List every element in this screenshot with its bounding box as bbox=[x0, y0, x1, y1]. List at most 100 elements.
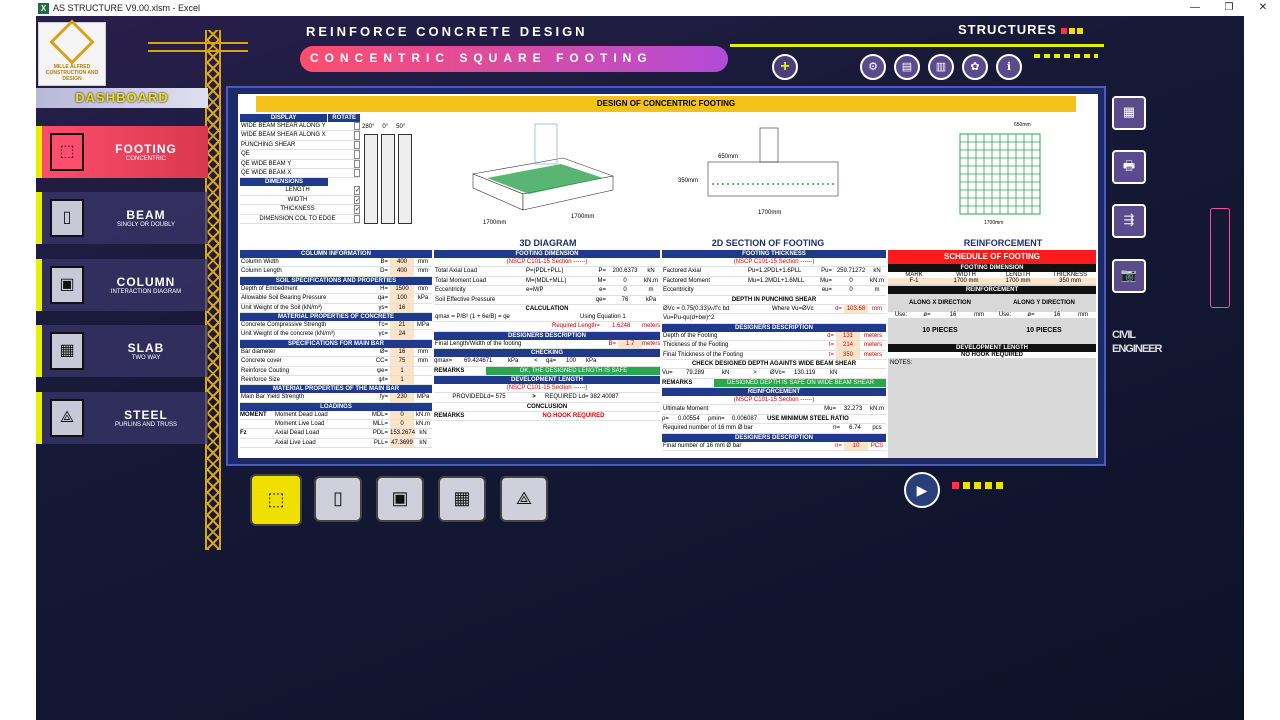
maximize-button[interactable]: ❐ bbox=[1224, 2, 1234, 13]
cube-logo-icon bbox=[49, 19, 95, 65]
dim-label: 650mm bbox=[718, 154, 738, 160]
dim-item: WIDTH bbox=[287, 196, 308, 203]
checkbox[interactable]: ✓ bbox=[354, 186, 360, 195]
code-ref: (NSCP C101-15 Section ------) bbox=[434, 258, 660, 268]
checkbox[interactable] bbox=[354, 159, 360, 168]
bottom-footing-button[interactable]: ⬚ bbox=[250, 474, 302, 526]
display-item: QE WIDE BEAM X bbox=[241, 169, 292, 176]
display-header: DISPLAY bbox=[240, 114, 328, 122]
display-item: WIDE BEAM SHEAR ALONG Y bbox=[241, 123, 326, 129]
calculation-header: CALCULATION bbox=[434, 304, 660, 313]
input-cell[interactable]: 1 bbox=[390, 375, 414, 385]
dim-label: 650mm bbox=[1014, 122, 1031, 128]
reinforcement-diagram: 650mm 1700mm bbox=[959, 122, 1041, 226]
add-button[interactable]: + bbox=[772, 54, 798, 80]
schedule-header: SCHEDULE OF FOOTING bbox=[888, 250, 1096, 264]
beam-icon: ▯ bbox=[50, 199, 84, 237]
notes: NOTES: bbox=[890, 360, 913, 366]
right-margin bbox=[1244, 16, 1280, 720]
checkbox[interactable] bbox=[354, 214, 360, 223]
checkbox[interactable] bbox=[354, 122, 360, 131]
camera-button[interactable]: 📷 bbox=[1112, 259, 1146, 293]
footing-dimension-table: FOOTING DIMENSION (NSCP C101-15 Section … bbox=[434, 250, 660, 422]
input-cell[interactable]: 21 bbox=[390, 320, 414, 330]
info-icon[interactable]: ℹ bbox=[996, 54, 1022, 80]
left-margin bbox=[0, 16, 36, 720]
input-cell[interactable]: 75 bbox=[390, 357, 414, 366]
2d-section-diagram: 1700mm 350mm 650mm bbox=[678, 127, 839, 216]
checkbox[interactable] bbox=[354, 150, 360, 159]
bottom-slab-button[interactable]: ▦ bbox=[438, 476, 486, 522]
close-button[interactable]: ✕ bbox=[1258, 2, 1268, 13]
export-button[interactable]: ⇶ bbox=[1112, 204, 1146, 238]
play-icon[interactable]: ▶ bbox=[904, 472, 940, 508]
schedule-dimension-header: FOOTING DIMENSION bbox=[888, 264, 1096, 272]
calculator-icon[interactable]: ▤ bbox=[894, 54, 920, 80]
input-cell[interactable]: 100 bbox=[390, 294, 414, 303]
checkbox[interactable] bbox=[354, 131, 360, 140]
slab-icon: ▦ bbox=[50, 332, 84, 370]
crane-arm-decoration bbox=[148, 42, 248, 52]
column-icon: ▣ bbox=[50, 266, 84, 304]
logo-sub: CONSTRUCTION AND DESIGN bbox=[45, 70, 99, 82]
dim-label: 350mm bbox=[678, 178, 698, 184]
page-subtitle: CONCENTRIC SQUARE FOOTING bbox=[300, 46, 728, 72]
minimize-button[interactable]: — bbox=[1190, 2, 1200, 13]
gear-icon[interactable]: ✿ bbox=[962, 54, 988, 80]
input-cell[interactable]: 400 bbox=[390, 267, 414, 276]
rotate-sliders[interactable] bbox=[364, 134, 412, 224]
checkbox[interactable]: ✓ bbox=[354, 205, 360, 214]
input-cell[interactable]: 0 bbox=[390, 410, 414, 420]
window-title: AS STRUCTURE V9.00.xlsm - Excel bbox=[53, 3, 201, 13]
input-cell[interactable]: 24 bbox=[390, 330, 414, 339]
print-button[interactable]: 🖶 bbox=[1112, 150, 1146, 184]
title-bar: X AS STRUCTURE V9.00.xlsm - Excel — ❐ ✕ bbox=[0, 0, 1280, 16]
input-cell[interactable]: 400 bbox=[390, 258, 414, 267]
checkbox[interactable] bbox=[354, 168, 360, 178]
development-length-header: DEVELOPMENT LENGTH bbox=[434, 375, 660, 384]
input-cell[interactable]: 153.2674 bbox=[390, 429, 416, 438]
footing-thickness-table: FOOTING THICKNESS (NSCP C101-15 Section … bbox=[662, 250, 886, 452]
3d-footing-diagram: 1700mm 1700mm bbox=[471, 123, 615, 226]
bottom-column-button[interactable]: ▣ bbox=[376, 476, 424, 522]
reinforcement-header: REINFORCEMENT bbox=[662, 388, 886, 397]
input-cell[interactable]: 0 bbox=[390, 420, 414, 429]
checkbox[interactable]: ✓ bbox=[354, 195, 360, 205]
status-ok: OK, THE DESIGNED LENGTH IS SAFE bbox=[486, 366, 660, 375]
input-cell[interactable]: 47.3699 bbox=[390, 438, 414, 448]
input-cell[interactable]: 16 bbox=[390, 303, 414, 312]
bottom-beam-button[interactable]: ▯ bbox=[314, 476, 362, 522]
footing-icon: ⬚ bbox=[50, 133, 84, 171]
input-cell[interactable]: 230 bbox=[390, 393, 414, 402]
input-cell[interactable]: 16 bbox=[390, 347, 414, 357]
designers-description-header: DESIGNERS DESCRIPTION bbox=[434, 331, 660, 340]
3d-diagram-caption: 3D DIAGRAM bbox=[519, 238, 577, 248]
dim-item: THICKNESS bbox=[280, 206, 315, 213]
grid-button[interactable]: ▦ bbox=[1112, 96, 1146, 130]
company-logo: MILLE ALFRED CONSTRUCTION AND DESIGN bbox=[38, 19, 106, 86]
input-cell[interactable]: 1 bbox=[390, 366, 414, 375]
input-cell[interactable]: 1500 bbox=[390, 284, 414, 294]
dim-item: LENGTH bbox=[285, 187, 310, 194]
logo-name: MILLE ALFRED bbox=[53, 64, 91, 70]
checkbox[interactable] bbox=[354, 140, 360, 150]
dimensions-header: DIMENSIONS bbox=[240, 178, 328, 187]
report-icon[interactable]: ⚙ bbox=[860, 54, 886, 80]
dashed-line-decoration bbox=[1034, 54, 1098, 58]
bottom-steel-button[interactable]: ⟁ bbox=[500, 476, 548, 522]
excel-icon: X bbox=[38, 2, 49, 14]
chart-icon[interactable]: ▥ bbox=[928, 54, 954, 80]
display-item: QE WIDE BEAM Y bbox=[241, 160, 292, 167]
